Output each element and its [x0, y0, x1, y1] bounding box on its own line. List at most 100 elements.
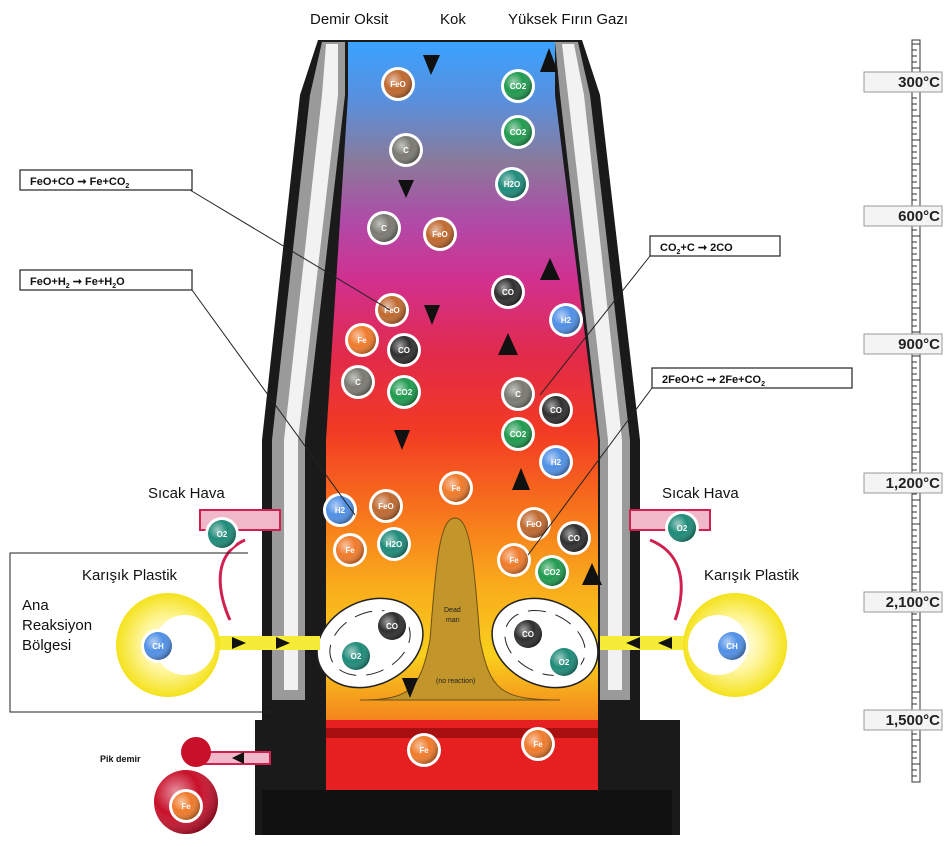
svg-text:CO2: CO2 [510, 430, 527, 439]
molecule-co2: CO2 [501, 417, 535, 451]
label-furnace-gas: Yüksek Fırın Gazı [508, 11, 628, 28]
molecule-ch: CH [715, 629, 749, 663]
svg-text:H2: H2 [335, 506, 346, 515]
molecule-c: C [367, 211, 401, 245]
svg-text:H2: H2 [561, 316, 572, 325]
svg-text:C: C [515, 390, 521, 399]
hot-air-left-label: Sıcak Hava [148, 485, 225, 502]
mixed-plastic-right-label: Karışık Plastik [704, 567, 800, 584]
svg-text:FeO: FeO [378, 502, 394, 511]
main-zone-label-3: Bölgesi [22, 637, 71, 654]
reaction-1-text: FeO+CO ➞ Fe+CO2 [30, 176, 129, 190]
svg-text:Fe: Fe [345, 546, 355, 555]
dead-man-label-2: man [446, 617, 460, 624]
hot-air-right-label: Sıcak Hava [662, 485, 739, 502]
molecule-c: C [501, 377, 535, 411]
hearth-base [262, 790, 672, 835]
molecule-feo: FeO [369, 489, 403, 523]
molecule-co2: CO2 [535, 555, 569, 589]
svg-text:FeO: FeO [526, 520, 542, 529]
svg-text:CO2: CO2 [544, 568, 561, 577]
pig-iron-ladle-top [181, 737, 211, 767]
molecule-fe: Fe [439, 471, 473, 505]
molecule-fe: Fe [407, 733, 441, 767]
molecule-co: CO [511, 617, 545, 651]
hot-air-hose-left [220, 540, 245, 620]
svg-text:H2: H2 [551, 458, 562, 467]
svg-text:CO2: CO2 [396, 388, 413, 397]
reaction-4-text: 2FeO+C ➞ 2Fe+CO2 [662, 374, 765, 388]
scale-label: 300°C [898, 74, 940, 91]
pig-iron-label: Pik demir [100, 754, 141, 764]
molecule-co2: CO2 [387, 375, 421, 409]
molecule-ch: CH [141, 629, 175, 663]
molecule-o2: O2 [205, 517, 239, 551]
reaction-3-text: CO2+C ➞ 2CO [660, 242, 733, 256]
molecule-co2: CO2 [501, 115, 535, 149]
svg-text:FeO: FeO [390, 80, 406, 89]
reaction-2-text: FeO+H2 ➞ Fe+H2O [30, 276, 125, 290]
svg-text:O2: O2 [351, 652, 362, 661]
molecule-fe: Fe [521, 727, 555, 761]
svg-text:Fe: Fe [509, 556, 519, 565]
temperature-scale: 300°C 600°C 900°C 1,200°C 2,100°C 1,500°C [864, 40, 942, 782]
no-reaction-label: (no reaction) [436, 678, 475, 685]
svg-text:Fe: Fe [357, 336, 367, 345]
hot-air-hose-right [650, 540, 681, 620]
molecule-feo: FeO [517, 507, 551, 541]
svg-text:O2: O2 [677, 524, 688, 533]
svg-text:CO: CO [522, 630, 534, 639]
svg-text:CO2: CO2 [510, 128, 527, 137]
molecule-feo: FeO [375, 293, 409, 327]
scale-label: 900°C [898, 336, 940, 353]
molecule-fe: Fe [333, 533, 367, 567]
svg-text:FeO: FeO [432, 230, 448, 239]
svg-text:CO: CO [502, 288, 514, 297]
label-iron-oxide: Demir Oksit [310, 11, 389, 28]
molecule-h2: H2 [539, 445, 573, 479]
molecule-co: CO [387, 333, 421, 367]
scale-bar [912, 40, 920, 782]
svg-text:O2: O2 [559, 658, 570, 667]
svg-text:H2O: H2O [504, 180, 520, 189]
molecule-h2: H2 [549, 303, 583, 337]
molecule-c: C [341, 365, 375, 399]
scale-label: 1,200°C [886, 475, 941, 492]
label-coke: Kok [440, 11, 466, 28]
molecule-h2o: H2O [377, 527, 411, 561]
svg-text:Fe: Fe [419, 746, 429, 755]
molecule-co: CO [539, 393, 573, 427]
svg-text:C: C [355, 378, 361, 387]
svg-text:O2: O2 [217, 530, 228, 539]
molecule-h2o: H2O [495, 167, 529, 201]
svg-text:CO: CO [568, 534, 580, 543]
svg-text:CO: CO [398, 346, 410, 355]
molecule-co: CO [557, 521, 591, 555]
svg-text:CO: CO [550, 406, 562, 415]
molecule-co: CO [375, 609, 409, 643]
scale-label: 2,100°C [886, 594, 941, 611]
scale-label: 600°C [898, 208, 940, 225]
mixed-plastic-left-label: Karışık Plastik [82, 567, 178, 584]
molecule-fe: Fe [169, 789, 203, 823]
molecule-feo: FeO [423, 217, 457, 251]
molecule-feo: FeO [381, 67, 415, 101]
molecule-co2: CO2 [501, 69, 535, 103]
svg-text:CH: CH [152, 642, 164, 651]
molecule-fe: Fe [345, 323, 379, 357]
molecule-o2: O2 [665, 511, 699, 545]
svg-text:C: C [403, 146, 409, 155]
svg-text:CO2: CO2 [510, 82, 527, 91]
scale-label: 1,500°C [886, 712, 941, 729]
molecule-fe: Fe [497, 543, 531, 577]
molecule-o2: O2 [339, 639, 373, 673]
svg-text:C: C [381, 224, 387, 233]
main-zone-label-2: Reaksiyon [22, 617, 92, 634]
svg-text:CH: CH [726, 642, 738, 651]
svg-text:Fe: Fe [533, 740, 543, 749]
svg-text:H2O: H2O [386, 540, 402, 549]
molecule-co: CO [491, 275, 525, 309]
dead-man-label-1: Dead [444, 607, 461, 614]
molecule-o2: O2 [547, 645, 581, 679]
